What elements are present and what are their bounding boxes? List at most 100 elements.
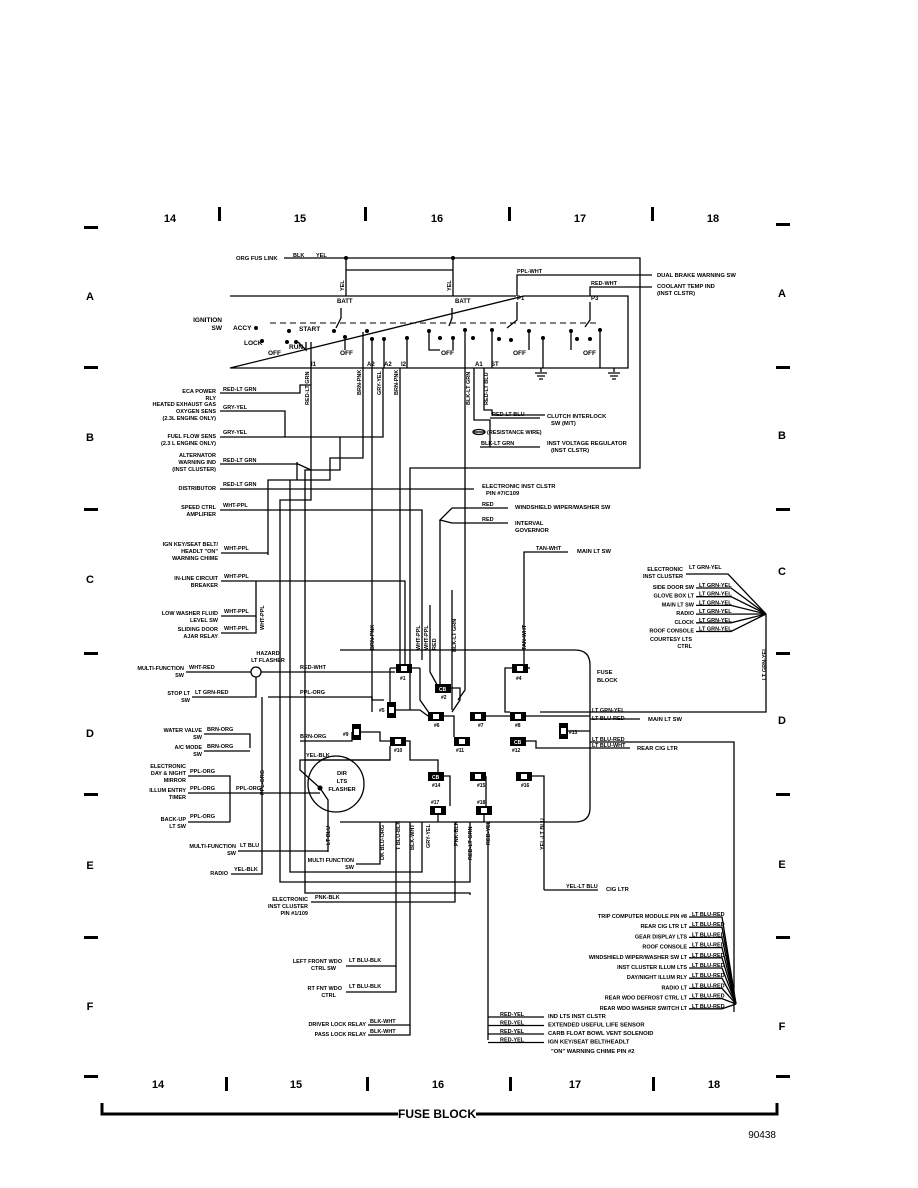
wire-label: WHT-PPL <box>224 546 249 552</box>
wire-label: LT GRN-YEL <box>689 565 722 571</box>
fuse-label: #14 <box>432 783 441 789</box>
wire-label: RED <box>482 502 494 508</box>
fuse-block: FUSE BLOCK #1 CB#2 #4 #5 #6 #7 #8 #9 #10… <box>299 649 618 890</box>
fuse-label: #6 <box>434 723 440 729</box>
row-label-right: E <box>778 859 785 871</box>
right-section-e: YEL-LT BLU CIG LTR <box>544 884 630 893</box>
fuse-label: #7 <box>478 723 484 729</box>
row-tick <box>84 652 98 655</box>
ignition-accy: ACCY <box>233 325 252 332</box>
left-section-f: LEFT FRONT WDO CTRL SW LT BLU-BLK RT FNT… <box>293 822 411 1038</box>
illum-item-label: REAR WDO DEFROST CTRL LT <box>605 996 688 1002</box>
wire-label: LT BLU-RED <box>592 737 625 743</box>
cb-label: CB <box>514 740 522 746</box>
footer-title: FUSE BLOCK <box>398 1107 476 1121</box>
fuse: CB#12 <box>510 737 526 754</box>
wire-label-vertical: GRY-YEL <box>377 370 383 395</box>
col-label-top: 17 <box>574 213 586 225</box>
wire-label-vertical: PNK-BLK <box>454 821 460 846</box>
bottom-item-label: IGN KEY/SEAT BELT/HEADLT <box>548 1040 630 1046</box>
fuse-label: #17 <box>431 800 440 806</box>
row-label-right: F <box>779 1021 786 1033</box>
dir-lts-label: DIR <box>337 771 348 777</box>
multi-function-2-label: MULTI-FUNCTION <box>189 844 236 850</box>
ignition-off: OFF <box>583 350 596 357</box>
water-valve-label: SW <box>193 735 203 741</box>
row-tick <box>776 508 790 511</box>
wire-label: LT BLU-RED <box>692 994 725 1000</box>
wire-label: BLK-WHT <box>370 1029 396 1035</box>
fuse-label: #13 <box>569 730 578 736</box>
illum-item-wire <box>689 997 737 1005</box>
illum-item-label: WINDSHIELD WIPER/WASHER SW LT <box>589 955 688 961</box>
backup-label: BACK-UP <box>161 817 187 823</box>
wire-label-vertical: T BLU-BLK <box>396 821 402 850</box>
row-label-left: D <box>86 728 94 740</box>
col-label-top: 14 <box>164 213 177 225</box>
col-divider-bottom <box>366 1077 369 1091</box>
ignition-p3: P3 <box>591 296 599 302</box>
electronic-inst-e-label: INST CLUSTER <box>268 904 308 910</box>
wire-label: BLK-LT GRN <box>481 441 514 447</box>
wire-label: LT GRN-YEL <box>699 600 732 606</box>
row-tick <box>84 366 98 369</box>
main-lt-d-label: MAIN LT SW <box>648 717 683 723</box>
wire-label-vertical: YEL <box>447 280 453 291</box>
fuse: #5 <box>379 702 396 718</box>
electronic-inst-label: ELECTRONIC INST CLSTR <box>482 484 556 490</box>
row-label-left: E <box>86 860 93 872</box>
terminal-i1: I1 <box>311 362 317 368</box>
wire-label-vertical: PPL-ORG <box>260 770 266 795</box>
col-label-top: 15 <box>294 213 306 225</box>
wire-label: WHT-PPL <box>224 609 249 615</box>
wire-label: LT BLU-RED <box>692 1004 725 1010</box>
illum-item-label: REAR WDO WASHER SWITCH LT <box>600 1006 688 1012</box>
left-section-e: MULTI-FUNCTION SW LT BLU MULTI FUNCTION … <box>189 697 456 917</box>
wire-label: RED-YEL <box>500 1038 525 1044</box>
wire-label-vertical: YEL <box>340 280 346 291</box>
col-divider-bottom <box>225 1077 228 1091</box>
wire-label: RED-YEL <box>500 1012 525 1018</box>
dual-brake-wire <box>516 274 652 296</box>
wire-label: RED-YEL <box>500 1021 525 1027</box>
courtesy-item-wire <box>696 613 767 633</box>
wire-label: LT BLU-RED <box>692 973 725 979</box>
coolant-wire <box>589 286 652 296</box>
row-tick <box>84 793 98 796</box>
electronic-inst-e-label: ELECTRONIC <box>272 897 308 903</box>
wire-label-vertical: DK BLU-ORG <box>380 825 386 860</box>
terminal-a2: A2 <box>367 362 375 368</box>
col-divider-bottom <box>652 1077 655 1091</box>
right-section-d: LT GRN-YEL LT BLU-RED MAIN LT SW LT BLU-… <box>590 708 735 1012</box>
main-lt-section: TAN-WHT MAIN LT SW <box>523 546 612 668</box>
wire-label: LT GRN-YEL <box>699 592 732 598</box>
fuse: CB#14 <box>428 772 444 789</box>
wiper-wire <box>438 507 508 610</box>
electronic-cluster-label: INST CLUSTER <box>643 574 683 580</box>
wire-label: PPL-ORG <box>190 786 215 792</box>
wire-label: PPL-ORG <box>190 769 215 775</box>
ignition-enclosure <box>229 295 629 369</box>
sliding-door-label: AJAR RELAY <box>183 634 218 640</box>
wire-label: RED-LT BLU <box>492 412 525 418</box>
hazard-label: HAZARD <box>256 651 279 657</box>
terminal-st: ST <box>491 362 499 368</box>
water-valve-label: WATER VALVE <box>164 728 203 734</box>
wire-label: RED <box>482 517 494 523</box>
right-section-c: ELECTRONIC INST CLUSTER LT GRN-YEL SIDE … <box>540 565 767 713</box>
wire-label: LT BLU-RED <box>692 963 725 969</box>
wire-label-vertical: YEL-LT BLU <box>540 818 546 850</box>
interval-label: INTERVAL <box>515 521 544 527</box>
wire-label: RED-LT GRN <box>223 387 257 393</box>
wire-label: LT BLU-RED <box>692 943 725 949</box>
ignition-off: OFF <box>268 350 281 357</box>
fuse-block-label: BLOCK <box>597 678 618 684</box>
illum-item-wire <box>689 946 737 1005</box>
wire-label: GRY-YEL <box>223 430 248 436</box>
illum-item-label: RADIO LT <box>661 985 687 991</box>
radio-label: RADIO <box>210 871 228 877</box>
ignition-off: OFF <box>340 350 353 357</box>
dual-brake-label: DUAL BRAKE WARNING SW <box>657 273 736 279</box>
ppl-org-wire <box>268 696 373 712</box>
